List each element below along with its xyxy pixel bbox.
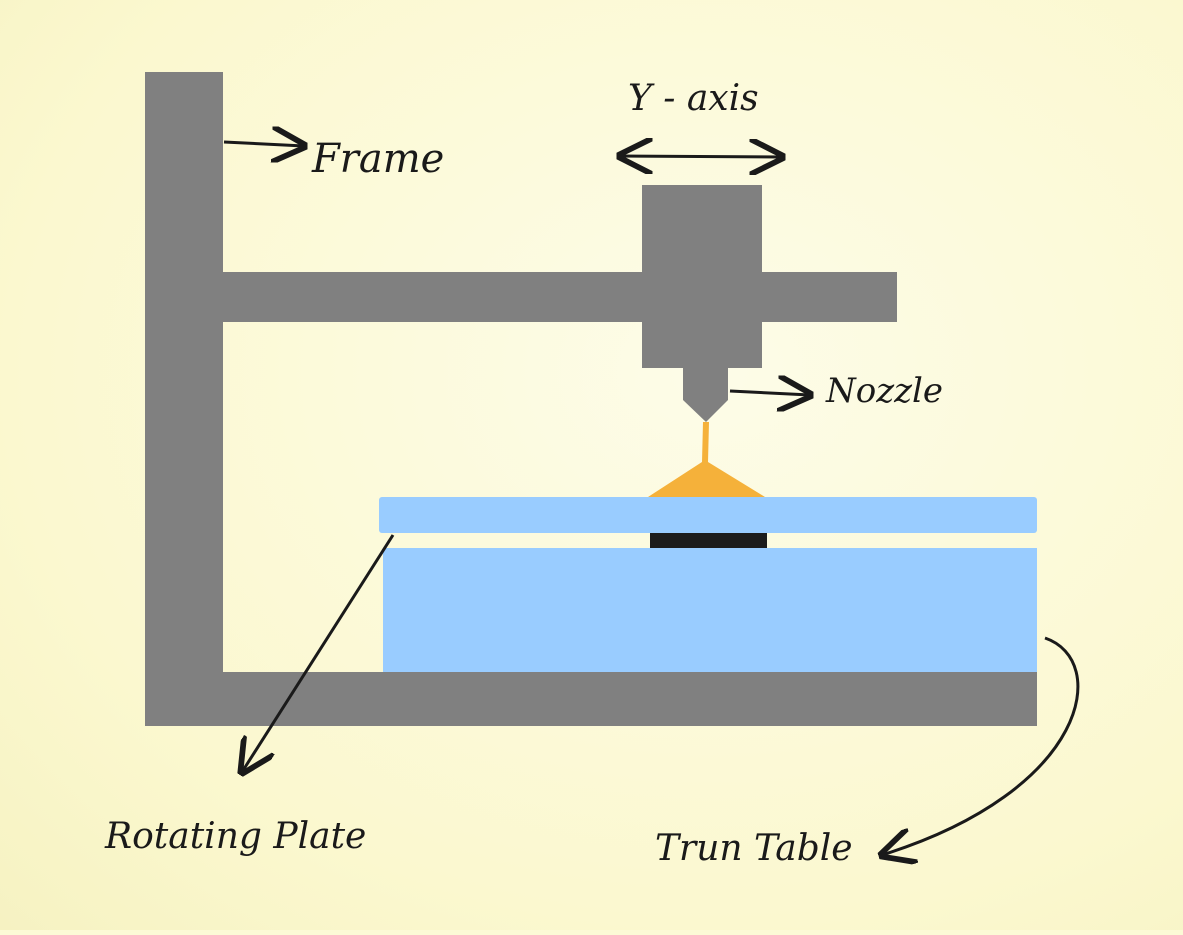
frame: [145, 72, 1037, 726]
turn-table: [383, 548, 1037, 672]
head-carriage: [642, 185, 762, 368]
nozzle: [683, 367, 728, 422]
turn-table-arrow: [882, 636, 1080, 855]
frame-vertical-post: [145, 72, 223, 726]
rotating-plate-arrow: [242, 534, 395, 772]
frame-base: [145, 672, 1037, 726]
print-head: [642, 185, 762, 422]
frame-label: Frame: [311, 136, 444, 182]
y-axis-arrow: [620, 156, 782, 157]
frame-arm: [222, 272, 897, 322]
nozzle-label: Nozzle: [825, 371, 943, 411]
spacer-block: [650, 533, 767, 548]
turn-table-label: Trun Table: [655, 828, 853, 869]
rotating-plate-label: Rotating Plate: [104, 816, 366, 857]
y-axis-label: Y - axis: [628, 78, 759, 119]
frame-arrow: [223, 142, 304, 146]
rotating-plate: [379, 497, 1037, 533]
filament-deposit: [648, 422, 765, 497]
nozzle-arrow: [729, 391, 810, 395]
